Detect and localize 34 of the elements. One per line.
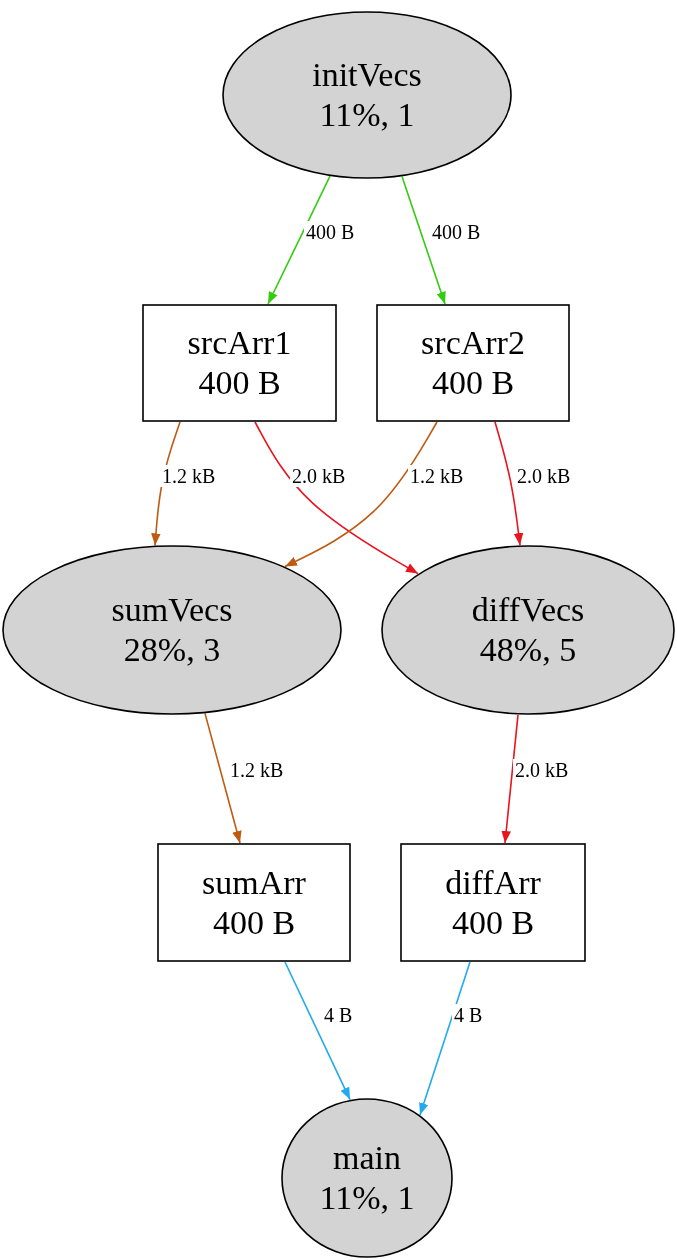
node-stats: 400 B xyxy=(198,363,281,403)
node-name: main xyxy=(333,1138,401,1178)
node-name: srcArr2 xyxy=(421,323,525,363)
process-ellipse xyxy=(222,11,512,179)
edge-label: 1.2 kB xyxy=(160,465,218,487)
node-stats: 48%, 5 xyxy=(479,630,577,670)
node-stats: 400 B xyxy=(451,902,535,943)
node-stats: 28%, 3 xyxy=(123,630,221,670)
process-ellipse xyxy=(2,545,342,715)
node-stats: 400 B xyxy=(431,363,515,403)
arrow xyxy=(284,961,351,1101)
arrow xyxy=(401,175,446,305)
node-name: sumArr xyxy=(202,862,306,903)
arrow xyxy=(254,421,419,575)
node-stats: 11%, 1 xyxy=(319,1178,415,1218)
data-box xyxy=(157,843,351,962)
process-ellipse xyxy=(381,545,675,715)
data-box xyxy=(142,304,337,422)
node-name: diffArr xyxy=(445,862,541,903)
arrow xyxy=(267,175,331,305)
node-name: srcArr1 xyxy=(187,323,292,363)
node-name: diffVecs xyxy=(471,590,585,630)
arrow xyxy=(494,421,524,546)
arrow xyxy=(419,961,471,1116)
node-stats: 11%, 1 xyxy=(319,95,415,135)
data-box xyxy=(400,843,586,962)
data-box xyxy=(376,304,570,422)
node-name: sumVecs xyxy=(111,590,233,630)
arrow xyxy=(284,421,438,568)
node-name: initVecs xyxy=(312,55,422,95)
node-stats: 400 B xyxy=(212,902,296,943)
arrow xyxy=(501,714,519,844)
arrow xyxy=(204,712,242,844)
process-ellipse xyxy=(281,1098,453,1258)
